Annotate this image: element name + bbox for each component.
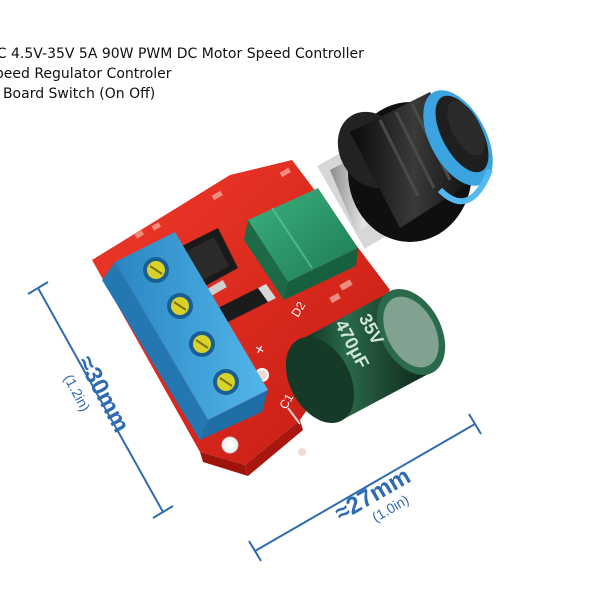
terminal-screw-3[interactable] (189, 331, 215, 357)
width-label-group: ≈27mm (1.0in) (330, 462, 415, 527)
caption-line-2: Speed Regulator Controler (0, 66, 172, 82)
caption-line-3: le Board Switch (On Off) (0, 86, 156, 102)
silkscreen: D2 + C1 (251, 299, 309, 412)
diode (218, 284, 276, 322)
product-caption: DC 4.5V-35V 5A 90W PWM DC Motor Speed Co… (0, 44, 364, 104)
height-label-group: ≈30mm (1.2in) (61, 351, 135, 437)
screw-terminal (102, 232, 268, 440)
height-dimension (27, 281, 174, 519)
silk-c1: C1 (276, 391, 296, 412)
electrolytic-capacitor: 35V 470μF (285, 289, 446, 425)
width-dimension (248, 413, 482, 562)
terminal-screw-1[interactable] (143, 257, 169, 283)
silk-d2: D2 (288, 299, 308, 320)
terminal-screw-4[interactable] (213, 369, 239, 395)
caption-line-1: DC 4.5V-35V 5A 90W PWM DC Motor Speed Co… (0, 46, 364, 62)
knob[interactable] (324, 79, 507, 242)
terminal-screw-2[interactable] (167, 293, 193, 319)
